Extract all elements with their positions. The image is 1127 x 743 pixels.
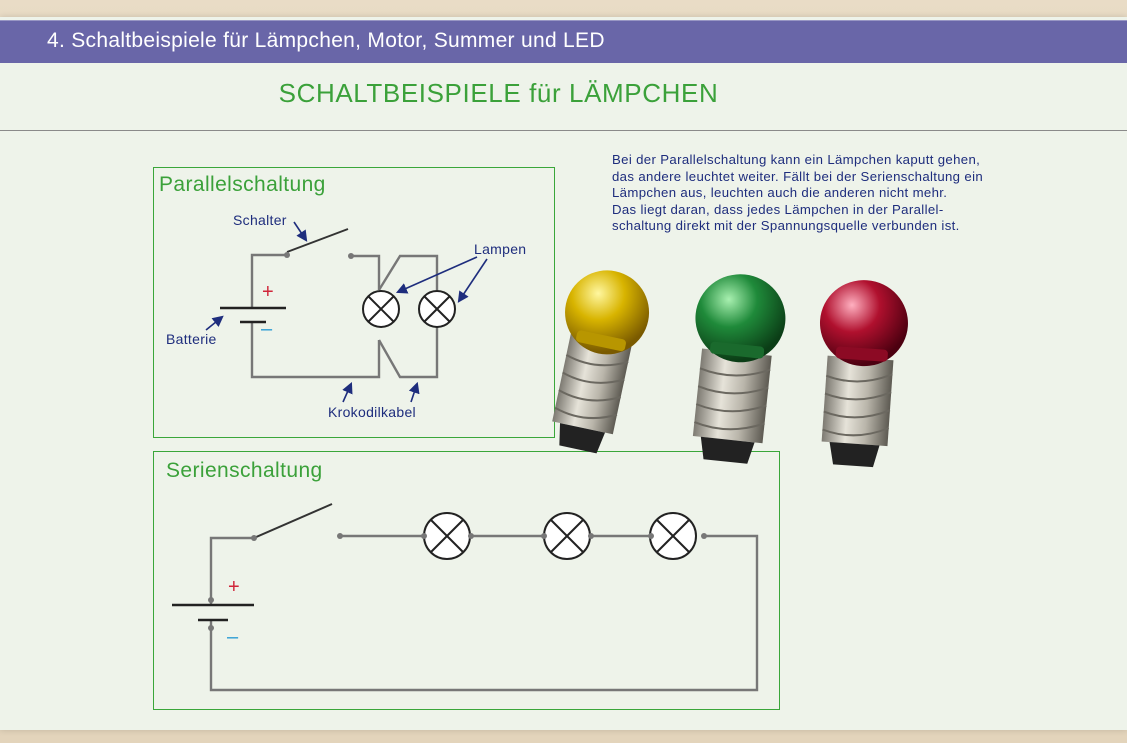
red-bulb-photo [819,280,908,468]
series-wires [209,534,759,692]
header-bar: 4. Schaltbeispiele für Lämpchen, Motor, … [0,20,1127,63]
wire [377,254,439,291]
clip-cable-arrow [408,381,420,403]
clip-cable-label: Krokodilkabel [328,404,416,420]
lamp-arrow [395,256,478,294]
switch-arrow [293,221,308,242]
switch-contact [348,253,354,259]
parallel-circuit-box [153,167,555,438]
switch-lever [253,503,333,539]
battery-terminal [208,625,214,631]
wire [377,327,439,379]
yellow-bulb-photo [552,270,650,454]
divider [0,130,1127,131]
clip-cable-arrow [342,381,353,403]
series-circuit-box [153,451,780,710]
switch-label: Schalter [233,212,287,228]
lamp-symbol [421,512,474,560]
plus-sign: + [262,281,274,303]
header-title: 4. Schaltbeispiele für Lämpchen, Motor, … [47,29,605,52]
wire [250,253,287,308]
switch-contact [337,533,343,539]
wire [209,536,254,604]
lamp-arrow [457,258,488,303]
plus-sign: + [228,576,240,598]
page-title: SCHALTBEISPIELE für LÄMPCHEN [278,78,719,108]
lamp-symbol [418,290,456,328]
description-line: Lämpchen aus, leuchten auch die anderen … [612,185,948,200]
battery-label: Batterie [166,331,217,347]
battery-arrow [205,315,224,331]
minus-sign: – [261,318,273,340]
wire [209,534,759,692]
description-line: Bei der Parallelschaltung kann ein Lämpc… [612,152,981,167]
series-circuit-title: Serienschaltung [166,459,323,482]
parallel-circuit-title: Parallelschaltung [159,173,326,196]
description: Bei der Parallelschaltung kann ein Lämpc… [612,152,1082,235]
minus-sign: – [227,626,239,648]
lamp-symbol [648,512,707,560]
switch-lever [286,228,349,253]
description-line: Das liegt daran, dass jedes Lämpchen in … [612,201,944,217]
wire [250,323,381,379]
description-line: das andere leuchtet weiter. Fällt bei de… [612,168,984,184]
lamp-symbol [362,290,400,328]
switch-contact [251,535,257,541]
lamp-symbol [541,512,594,560]
wire [351,254,381,290]
battery-terminal [208,597,214,603]
green-bulb-photo [692,274,786,464]
parallel-wires [250,253,439,379]
switch-contact [284,252,290,258]
description-line: schaltung direkt mit der Spannungsquelle… [612,218,960,233]
lamps-label: Lampen [474,241,527,257]
